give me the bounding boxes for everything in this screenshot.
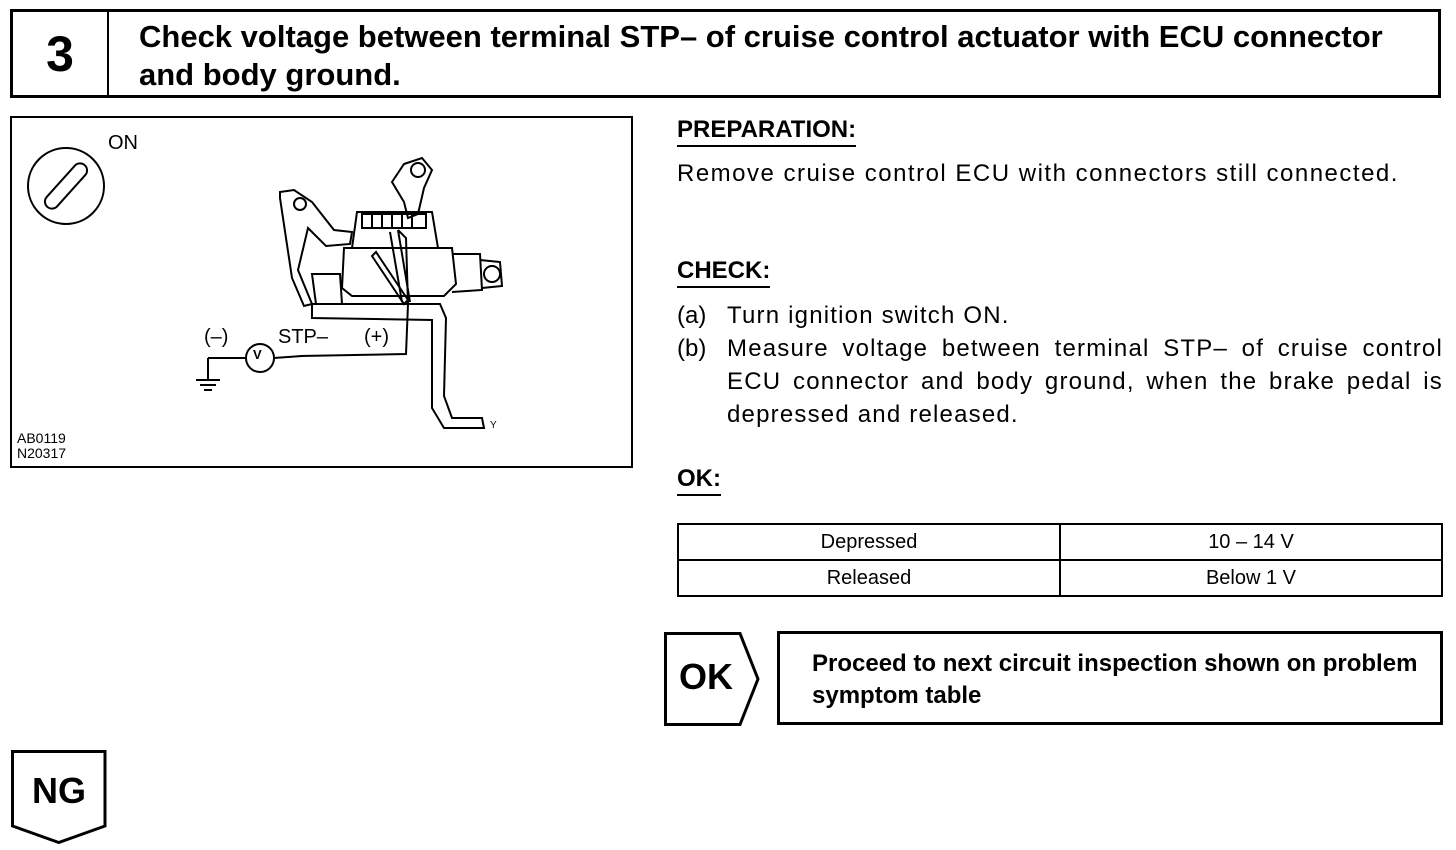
ignition-switch-icon <box>27 147 105 225</box>
step-header: 3 Check voltage between terminal STP– of… <box>10 9 1441 98</box>
ok-heading: OK: <box>677 465 721 496</box>
illustration: ON (–) V STP– (+) Y AB0119 N20317 <box>10 116 633 468</box>
condition-cell: Released <box>677 559 1061 597</box>
figure-code-2: N20317 <box>17 445 67 461</box>
step-title: Check voltage between terminal STP– of c… <box>139 19 1383 92</box>
check-item: (a) Turn ignition switch ON. <box>677 299 1443 332</box>
terminal-stp-label: STP– <box>278 326 329 348</box>
switch-on-label: ON <box>108 132 138 154</box>
step-number: 3 <box>13 12 109 95</box>
ok-tag-arrow <box>664 632 760 726</box>
brake-pedal-voltage-diagram <box>27 147 504 429</box>
voltmeter-circuit <box>196 343 303 391</box>
table-row: Depressed 10 – 14 V <box>677 523 1443 561</box>
corner-mark: Y <box>490 420 497 431</box>
plus-terminal-label: (+) <box>364 326 389 348</box>
table-row: Released Below 1 V <box>677 559 1443 597</box>
check-heading: CHECK: <box>677 257 771 288</box>
value-cell: Below 1 V <box>1059 559 1443 597</box>
probe-lead <box>299 229 411 357</box>
voltmeter-label: V <box>253 347 262 362</box>
actuator-assembly-drawing <box>279 156 504 429</box>
preparation-text: Remove cruise control ECU with connector… <box>677 160 1399 187</box>
preparation-heading: PREPARATION: <box>677 116 857 147</box>
check-item: (b) Measure voltage between terminal STP… <box>677 332 1443 431</box>
minus-terminal-label: (–) <box>204 326 229 348</box>
check-item-text: Measure voltage between terminal STP– of… <box>727 335 1443 428</box>
check-item-marker: (a) <box>677 302 707 329</box>
check-item-text: Turn ignition switch ON. <box>727 302 1010 329</box>
condition-cell: Depressed <box>677 523 1061 561</box>
ng-tag-arrow <box>11 750 107 844</box>
ok-spec-table: Depressed 10 – 14 V Released Below 1 V <box>677 523 1443 597</box>
value-cell: 10 – 14 V <box>1059 523 1443 561</box>
check-item-marker: (b) <box>677 335 707 362</box>
figure-code-1: AB0119 <box>17 430 66 446</box>
ok-tag-label: OK <box>679 656 733 697</box>
ng-tag-label: NG <box>32 770 86 811</box>
check-list: (a) Turn ignition switch ON. (b) Measure… <box>677 299 1443 431</box>
ok-result-box: Proceed to next circuit inspection shown… <box>777 631 1443 725</box>
